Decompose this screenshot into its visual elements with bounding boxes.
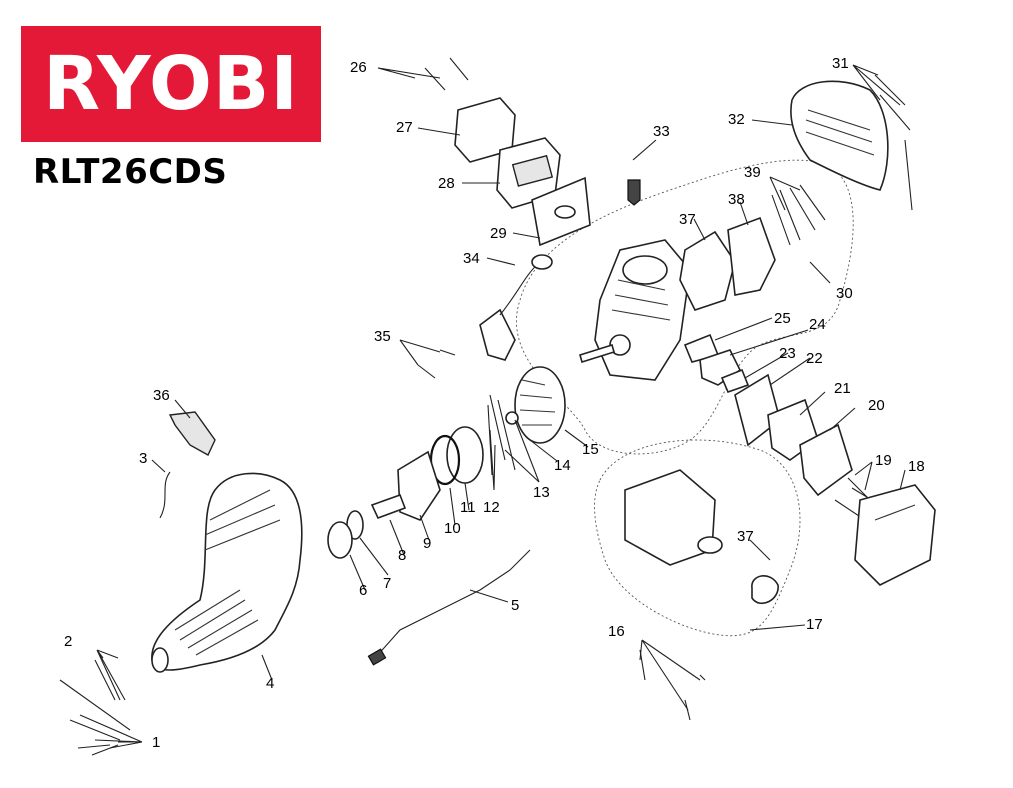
- engine-cover: [790, 80, 889, 191]
- callout-32: 32: [728, 111, 745, 128]
- flywheel: [514, 366, 566, 444]
- shaft-8: [370, 493, 407, 520]
- callout-9: 9: [423, 535, 432, 552]
- callout-38: 38: [728, 191, 745, 208]
- callout-17: 17: [806, 616, 823, 633]
- air-box-cover: [854, 484, 936, 586]
- callout-24: 24: [809, 316, 826, 333]
- callout-29: 29: [490, 225, 507, 242]
- callout-19: 19: [875, 452, 892, 469]
- callout-10: 10: [444, 520, 461, 537]
- main-housing: [151, 472, 303, 673]
- screws-39: [771, 184, 826, 246]
- ryobi-logo: RYOBI: [21, 26, 321, 142]
- callout-7: 7: [383, 575, 392, 592]
- callout-23: 23: [779, 345, 796, 362]
- callout-2: 2: [64, 633, 73, 650]
- bearing-6: [327, 521, 353, 559]
- callout-18: 18: [908, 458, 925, 475]
- callout-22: 22: [806, 350, 823, 367]
- callout-36: 36: [153, 387, 170, 404]
- screws-26: [424, 57, 469, 91]
- callout-12: 12: [483, 499, 500, 516]
- throttle-wire: [159, 471, 171, 519]
- group-30-outline: [516, 159, 854, 455]
- screws-1: [59, 679, 131, 756]
- fuel-cap: [751, 575, 779, 604]
- callout-6: 6: [359, 582, 368, 599]
- logo-text: RYOBI: [43, 41, 299, 127]
- callout-8: 8: [398, 547, 407, 564]
- gasket-23: [720, 368, 750, 394]
- screws-31: [874, 74, 913, 211]
- callout-4: 4: [266, 675, 275, 692]
- callout-37-bottom: 37: [737, 528, 754, 545]
- callout-33: 33: [653, 123, 670, 140]
- pins-13: [487, 394, 516, 476]
- engine-block: [579, 239, 691, 381]
- callout-28: 28: [438, 175, 455, 192]
- muffler: [727, 216, 776, 296]
- callout-27: 27: [396, 119, 413, 136]
- spark-plug: [627, 179, 641, 206]
- callout-15: 15: [582, 441, 599, 458]
- group-17-outline: [594, 439, 801, 637]
- callout-31: 31: [832, 55, 849, 72]
- callout-16: 16: [608, 623, 625, 640]
- callout-30: 30: [836, 285, 853, 302]
- callout-35: 35: [374, 328, 391, 345]
- callout-5: 5: [511, 597, 520, 614]
- ignition-coil: [479, 308, 516, 361]
- callout-39: 39: [744, 164, 761, 181]
- muffler-gasket: [679, 230, 736, 311]
- callout-13: 13: [533, 484, 550, 501]
- starter-housing-9: [397, 450, 441, 521]
- callout-1: 1: [152, 734, 161, 751]
- callout-34: 34: [463, 250, 480, 267]
- screws-35: [417, 349, 456, 379]
- throttle-cable: [374, 549, 531, 659]
- callout-20: 20: [868, 397, 885, 414]
- clutch-drum-11: [446, 426, 484, 484]
- model-number: RLT26CDS: [33, 152, 228, 192]
- trigger-lever: [168, 411, 216, 456]
- callout-11: 11: [460, 499, 476, 516]
- callout-37-top: 37: [679, 211, 696, 228]
- screws-2: [94, 654, 126, 701]
- callout-3: 3: [139, 450, 148, 467]
- callout-21: 21: [834, 380, 851, 397]
- leaders: [79, 64, 906, 749]
- callout-26: 26: [350, 59, 367, 76]
- callout-25: 25: [774, 310, 791, 327]
- callout-14: 14: [554, 457, 571, 474]
